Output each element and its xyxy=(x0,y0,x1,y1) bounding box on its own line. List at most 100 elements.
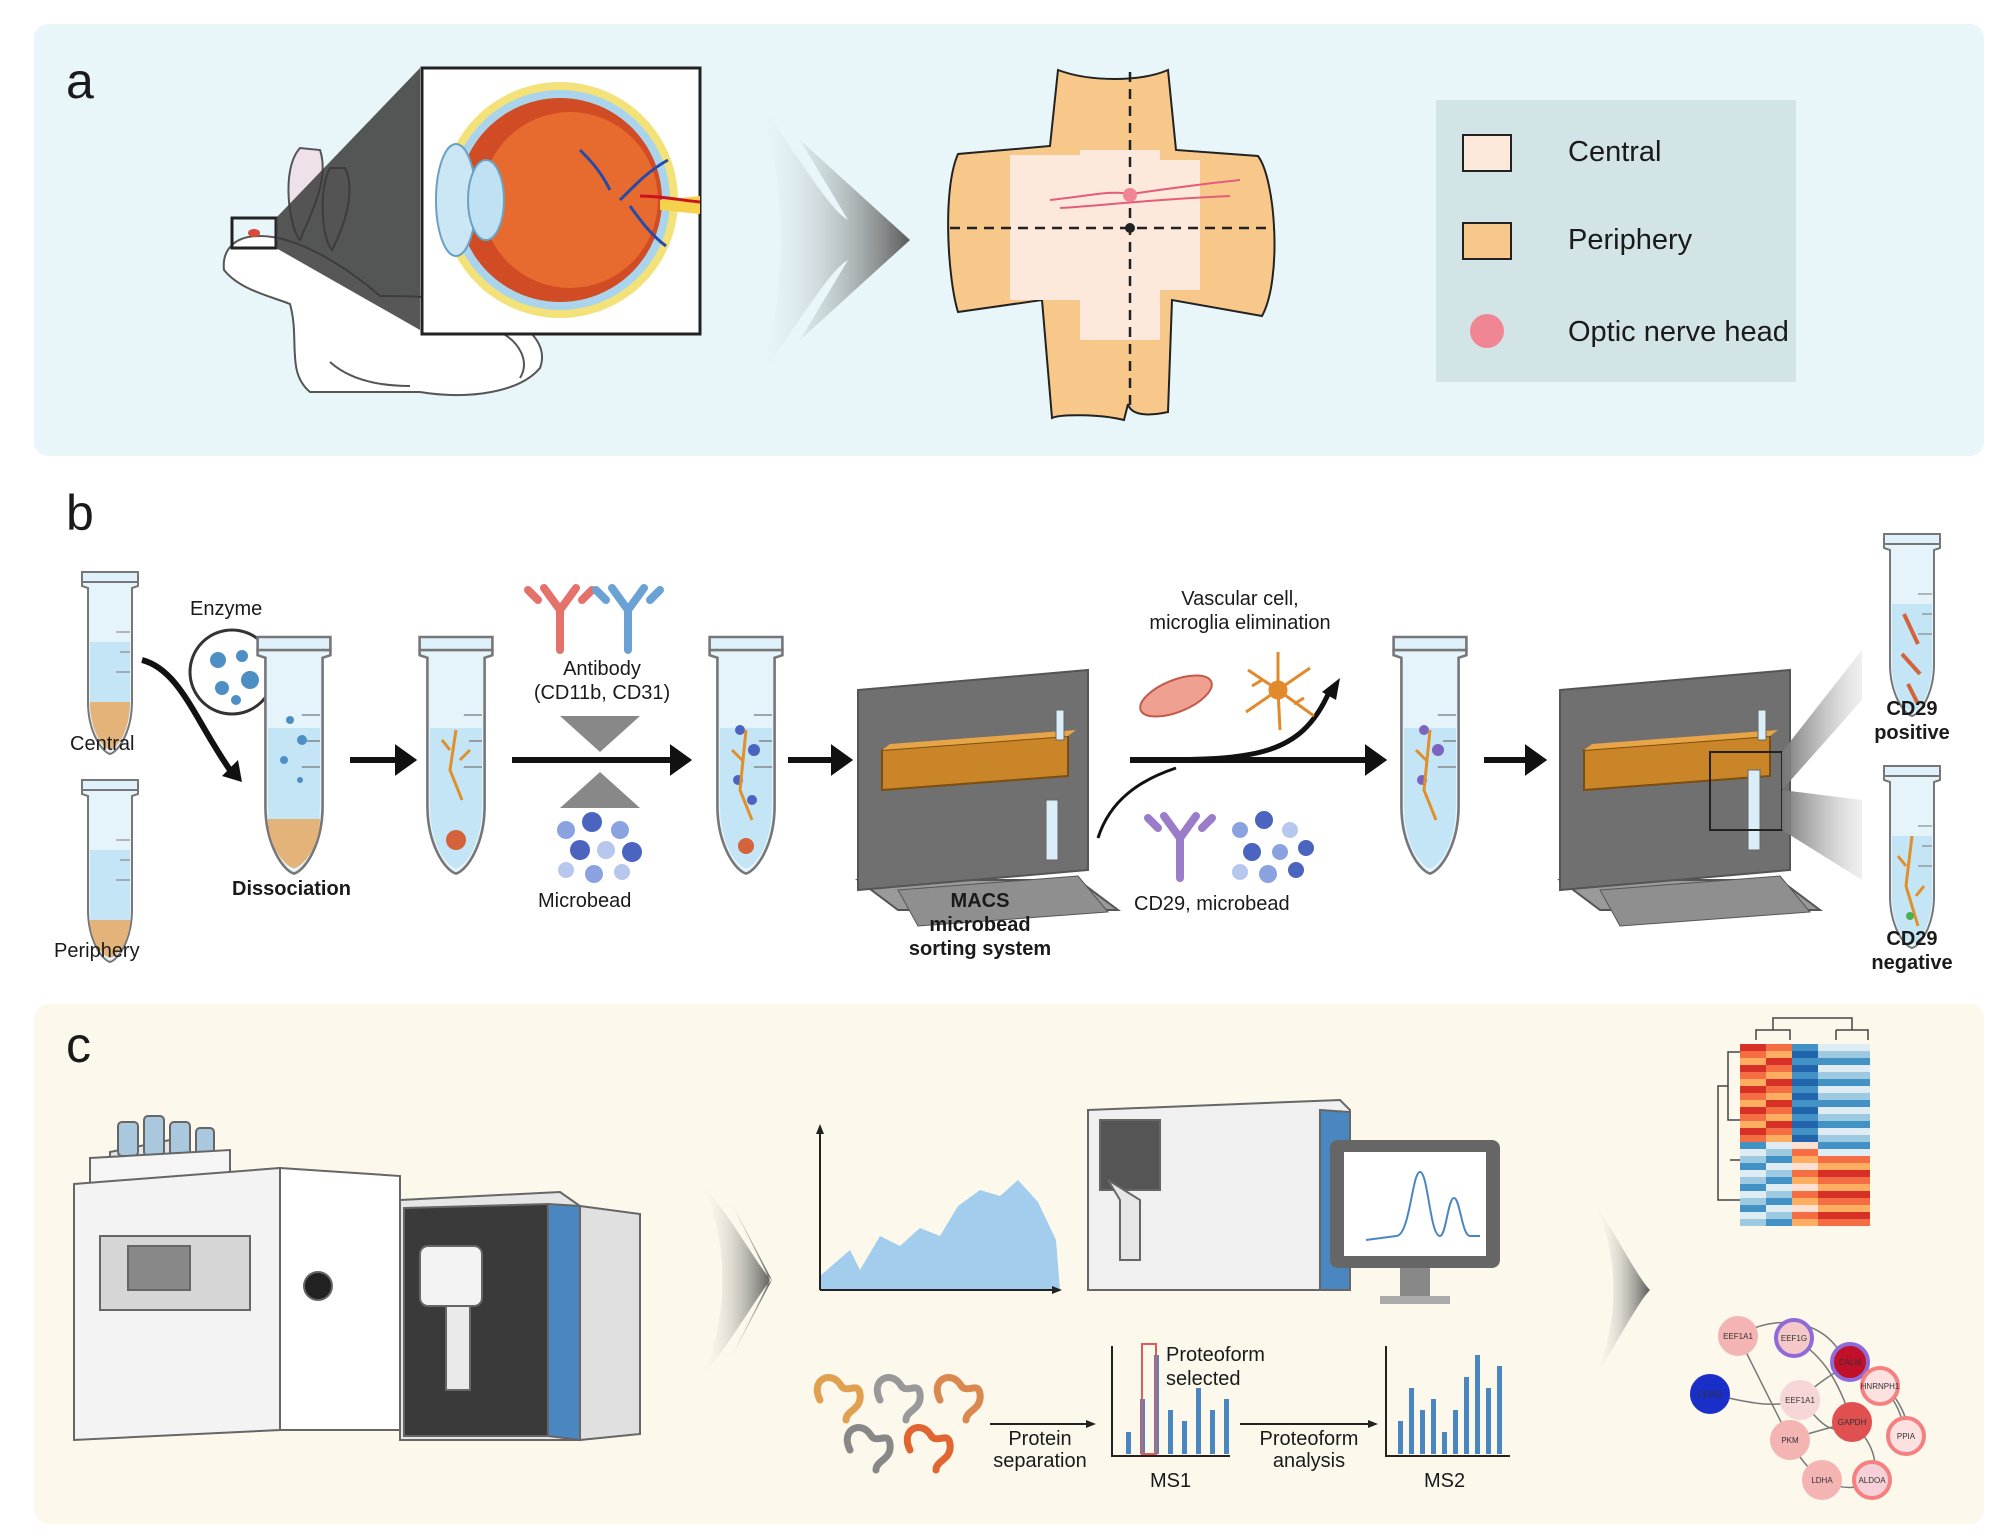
label-elimination-2: microglia elimination xyxy=(1149,612,1331,634)
ms2-bar xyxy=(1486,1388,1491,1454)
heatmap-cell xyxy=(1766,1086,1792,1093)
heatmap-cell xyxy=(1740,1093,1766,1100)
arrow-icon xyxy=(752,90,910,390)
arrow-head-icon xyxy=(1086,1420,1096,1428)
ms2-bar xyxy=(1442,1432,1447,1454)
label-cd29-positive-1: CD29 xyxy=(1886,698,1938,720)
enzyme-particles xyxy=(210,650,259,705)
heatmap-cell xyxy=(1766,1093,1792,1100)
heatmap-cell xyxy=(1818,1163,1844,1170)
heatmap-cell xyxy=(1844,1044,1870,1051)
label-antibody-1: Antibody xyxy=(563,658,641,680)
ms2-bar xyxy=(1475,1355,1480,1454)
heatmap-cell xyxy=(1844,1156,1870,1163)
microbead-cluster xyxy=(557,812,642,883)
heatmap-cell xyxy=(1844,1142,1870,1149)
heatmap-cell xyxy=(1740,1198,1766,1205)
tube-labeled xyxy=(708,635,784,875)
heatmap-cell xyxy=(1792,1100,1818,1107)
network-node-label: PPIA xyxy=(1897,1432,1916,1441)
microglia-icon xyxy=(1245,652,1315,731)
heatmap-cell xyxy=(1818,1065,1844,1072)
label-cd29-positive-2: positive xyxy=(1874,722,1950,744)
heatmap-cell xyxy=(1818,1121,1844,1128)
heatmap-cell xyxy=(1792,1072,1818,1079)
heatmap-cell xyxy=(1818,1149,1844,1156)
legend-swatch-periphery xyxy=(1462,222,1512,260)
heatmap-cell xyxy=(1766,1121,1792,1128)
ms2-bar xyxy=(1464,1377,1469,1454)
heatmap-cell xyxy=(1844,1170,1870,1177)
heatmap-cell xyxy=(1818,1058,1844,1065)
arrow-icon xyxy=(1594,1200,1650,1380)
heatmap-cell xyxy=(1766,1051,1792,1058)
heatmap-cell xyxy=(1766,1163,1792,1170)
arrow-icon xyxy=(700,1180,772,1380)
network-node xyxy=(1774,1318,1814,1358)
heatmap-cell xyxy=(1740,1044,1766,1051)
heatmap-cell xyxy=(1818,1093,1844,1100)
heatmap-cell xyxy=(1844,1191,1870,1198)
network-node xyxy=(1832,1402,1872,1442)
network-node-label: EEF1A1 xyxy=(1785,1396,1815,1405)
heatmap-cell xyxy=(1792,1107,1818,1114)
ms1-bar xyxy=(1182,1421,1187,1454)
zoom-cone-bottom xyxy=(1782,790,1862,880)
antibody-icon-blue xyxy=(592,584,664,654)
network-node-label: PKM xyxy=(1781,1436,1799,1445)
heatmap-cell xyxy=(1792,1198,1818,1205)
heatmap-cell xyxy=(1818,1142,1844,1149)
label-microbead: Microbead xyxy=(538,890,632,912)
heatmap-cell xyxy=(1792,1058,1818,1065)
heatmap-cell xyxy=(1766,1184,1792,1191)
heatmap-cell xyxy=(1792,1219,1818,1226)
tube-central xyxy=(81,571,139,755)
panel-b-label: b xyxy=(66,485,94,541)
heatmap-cell xyxy=(1740,1100,1766,1107)
heatmap-cell xyxy=(1844,1100,1870,1107)
label-central: Central xyxy=(70,733,135,755)
heatmap-cell xyxy=(1844,1086,1870,1093)
ms1-chart xyxy=(1111,1343,1230,1457)
heatmap-cell xyxy=(1766,1065,1792,1072)
network-node-label: EEF1A1 xyxy=(1723,1332,1753,1341)
heatmap-cell xyxy=(1844,1128,1870,1135)
legend-swatch-central xyxy=(1462,134,1512,172)
network-node xyxy=(1886,1416,1926,1456)
eye-cross-section xyxy=(420,66,702,336)
heatmap-cell xyxy=(1740,1121,1766,1128)
retina-center-dot xyxy=(1125,223,1135,233)
chromatogram xyxy=(816,1124,1062,1294)
heatmap-cell xyxy=(1740,1156,1766,1163)
label-dissociation: Dissociation xyxy=(232,878,351,900)
network-node-label: CD252 xyxy=(1698,1390,1723,1399)
network-node-label: GAPDH xyxy=(1838,1418,1867,1427)
heatmap-cell xyxy=(1818,1191,1844,1198)
heatmap-cell xyxy=(1818,1198,1844,1205)
label-proteoform-selected-2: selected xyxy=(1166,1368,1241,1390)
heatmap-cell xyxy=(1792,1156,1818,1163)
heatmap-cell xyxy=(1740,1142,1766,1149)
legend-swatch-optic-nerve-head xyxy=(1470,314,1504,348)
tube-dissociation xyxy=(256,635,332,875)
heatmap-cell xyxy=(1792,1086,1818,1093)
heatmap-cell xyxy=(1740,1219,1766,1226)
heatmap-cell xyxy=(1740,1128,1766,1135)
heatmap-cell xyxy=(1740,1086,1766,1093)
heatmap-cell xyxy=(1818,1044,1844,1051)
heatmap-cell xyxy=(1740,1191,1766,1198)
heatmap-cell xyxy=(1818,1051,1844,1058)
heatmap-cell xyxy=(1766,1142,1792,1149)
network-node-label: LDHA xyxy=(1811,1476,1833,1485)
heatmap-cell xyxy=(1792,1170,1818,1177)
network-node xyxy=(1780,1380,1820,1420)
zoom-cone xyxy=(276,68,420,330)
heatmap-cell xyxy=(1792,1128,1818,1135)
network-node xyxy=(1860,1366,1900,1406)
network-node-label: ALDOA xyxy=(1858,1476,1886,1485)
tube-cd29-positive xyxy=(1883,533,1941,717)
ms2-bar xyxy=(1431,1399,1436,1454)
heatmap-cell xyxy=(1766,1149,1792,1156)
heatmap-cell xyxy=(1844,1107,1870,1114)
